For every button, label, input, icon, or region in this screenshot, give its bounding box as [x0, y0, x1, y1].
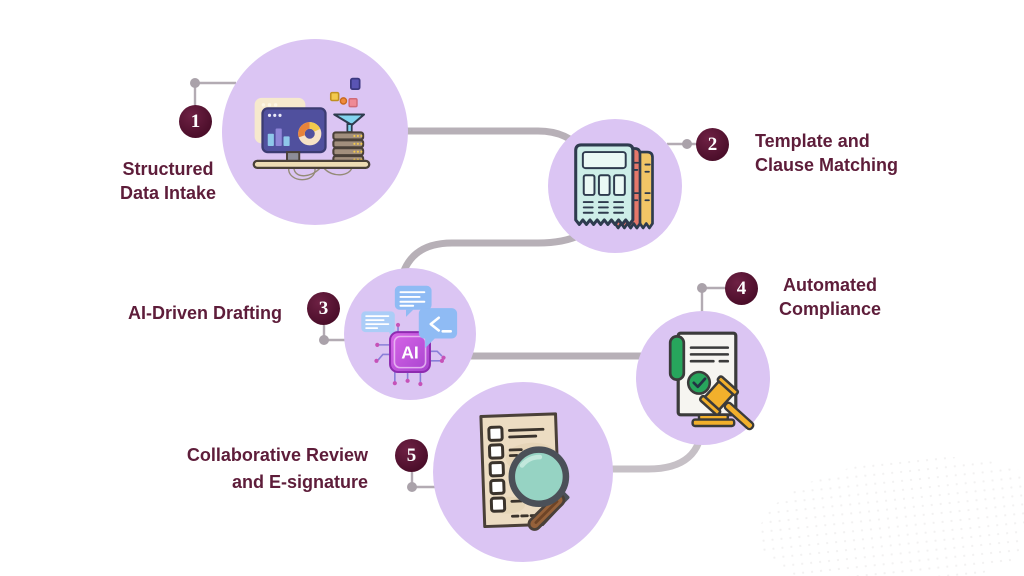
- step-5-stub: [407, 472, 436, 492]
- step-2-label-line1: Template and: [755, 131, 870, 151]
- step-1-circle: [222, 39, 408, 225]
- step-3-label-line1: AI-Driven Drafting: [127, 303, 282, 323]
- step-1-number: 1: [190, 111, 201, 132]
- step-4-circle: [636, 311, 770, 445]
- step-5-number: 5: [406, 445, 417, 466]
- step-1-label: Structured Data Intake: [78, 157, 258, 205]
- step-5-label-line1: Collaborative Review: [186, 445, 368, 465]
- step-5-label: Collaborative Review and E-signature: [168, 442, 368, 496]
- step-4-label: Automated Compliance: [760, 273, 900, 321]
- step-3-label: AI-Driven Drafting: [115, 301, 295, 325]
- review-magnifier-icon: [479, 412, 570, 531]
- step-1-stub: [190, 78, 236, 106]
- ai-chip-label: AI: [401, 342, 419, 362]
- step-2-circle: [548, 119, 682, 253]
- step-5-badge: 5: [395, 439, 428, 472]
- step-5-label-line2: and E-signature: [231, 472, 368, 492]
- step-2-number: 2: [707, 134, 718, 155]
- step-4-badge: 4: [725, 272, 758, 305]
- step-4-stub: [697, 283, 726, 314]
- compliance-gavel-icon: [668, 331, 755, 431]
- step-3-number: 3: [318, 298, 329, 319]
- step-1-badge: 1: [179, 105, 212, 138]
- step-3-stub: [319, 325, 346, 345]
- step-2-stub: [667, 139, 697, 149]
- step-4-label-line1: Automated: [783, 275, 877, 295]
- step-3-circle: AI: [344, 268, 476, 400]
- step-5-circle: [433, 382, 613, 562]
- step-2-label: Template and Clause Matching: [755, 129, 935, 177]
- step-4-label-line2: Compliance: [778, 299, 882, 319]
- step-1-label-line2: Data Intake: [119, 183, 217, 203]
- step-3-badge: 3: [307, 292, 340, 325]
- step-2-label-line2: Clause Matching: [755, 155, 899, 175]
- ai-chip-icon: AI: [361, 285, 458, 386]
- data-intake-icon: [252, 77, 371, 181]
- step-2-badge: 2: [696, 128, 729, 161]
- step-4-number: 4: [736, 278, 747, 299]
- template-clause-icon: [574, 143, 654, 230]
- step-1-label-line1: Structured: [122, 159, 214, 179]
